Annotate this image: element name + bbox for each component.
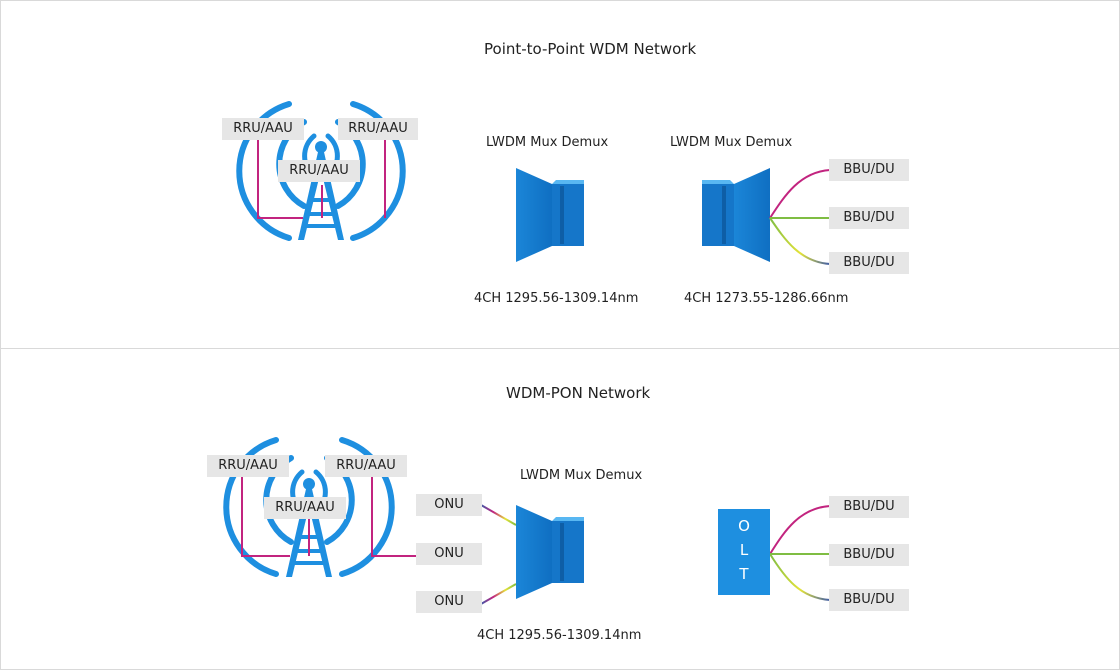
olt-letter: O <box>738 517 750 535</box>
mux-range: 4CH 1295.56-1309.14nm <box>477 628 642 643</box>
wdm-pon-panel <box>0 348 1120 670</box>
p2p-wdm-panel <box>0 0 1120 349</box>
onu-label: ONU <box>416 494 482 516</box>
bbu-label: BBU/DU <box>829 159 909 181</box>
mux-label: LWDM Mux Demux <box>520 468 643 483</box>
rru-label: RRU/AAU <box>325 455 407 477</box>
wdm-mux-icon <box>516 168 584 262</box>
olt-letter: L <box>739 541 749 559</box>
rru-label: RRU/AAU <box>222 118 304 140</box>
wdm-mux-icon <box>516 505 584 599</box>
rru-label: RRU/AAU <box>207 455 289 477</box>
olt-box: O L T <box>718 509 770 595</box>
onu-label: ONU <box>416 543 482 565</box>
wdm-mux-icon <box>702 168 770 262</box>
onu-label: ONU <box>416 591 482 613</box>
bbu-label: BBU/DU <box>829 252 909 274</box>
mux-label: LWDM Mux Demux <box>670 135 793 150</box>
bbu-label: BBU/DU <box>829 496 909 518</box>
mux-range: 4CH 1295.56-1309.14nm <box>474 291 639 306</box>
mux-range: 4CH 1273.55-1286.66nm <box>684 291 849 306</box>
bbu-label: BBU/DU <box>829 589 909 611</box>
mux-label: LWDM Mux Demux <box>486 135 609 150</box>
bbu-label: BBU/DU <box>829 207 909 229</box>
wdm-pon-title: WDM-PON Network <box>506 384 651 402</box>
rru-label: RRU/AAU <box>278 160 360 182</box>
bbu-label: BBU/DU <box>829 544 909 566</box>
rru-label: RRU/AAU <box>338 118 418 140</box>
olt-letter: T <box>739 565 749 583</box>
rru-label: RRU/AAU <box>264 497 346 519</box>
p2p-title: Point-to-Point WDM Network <box>484 40 697 58</box>
